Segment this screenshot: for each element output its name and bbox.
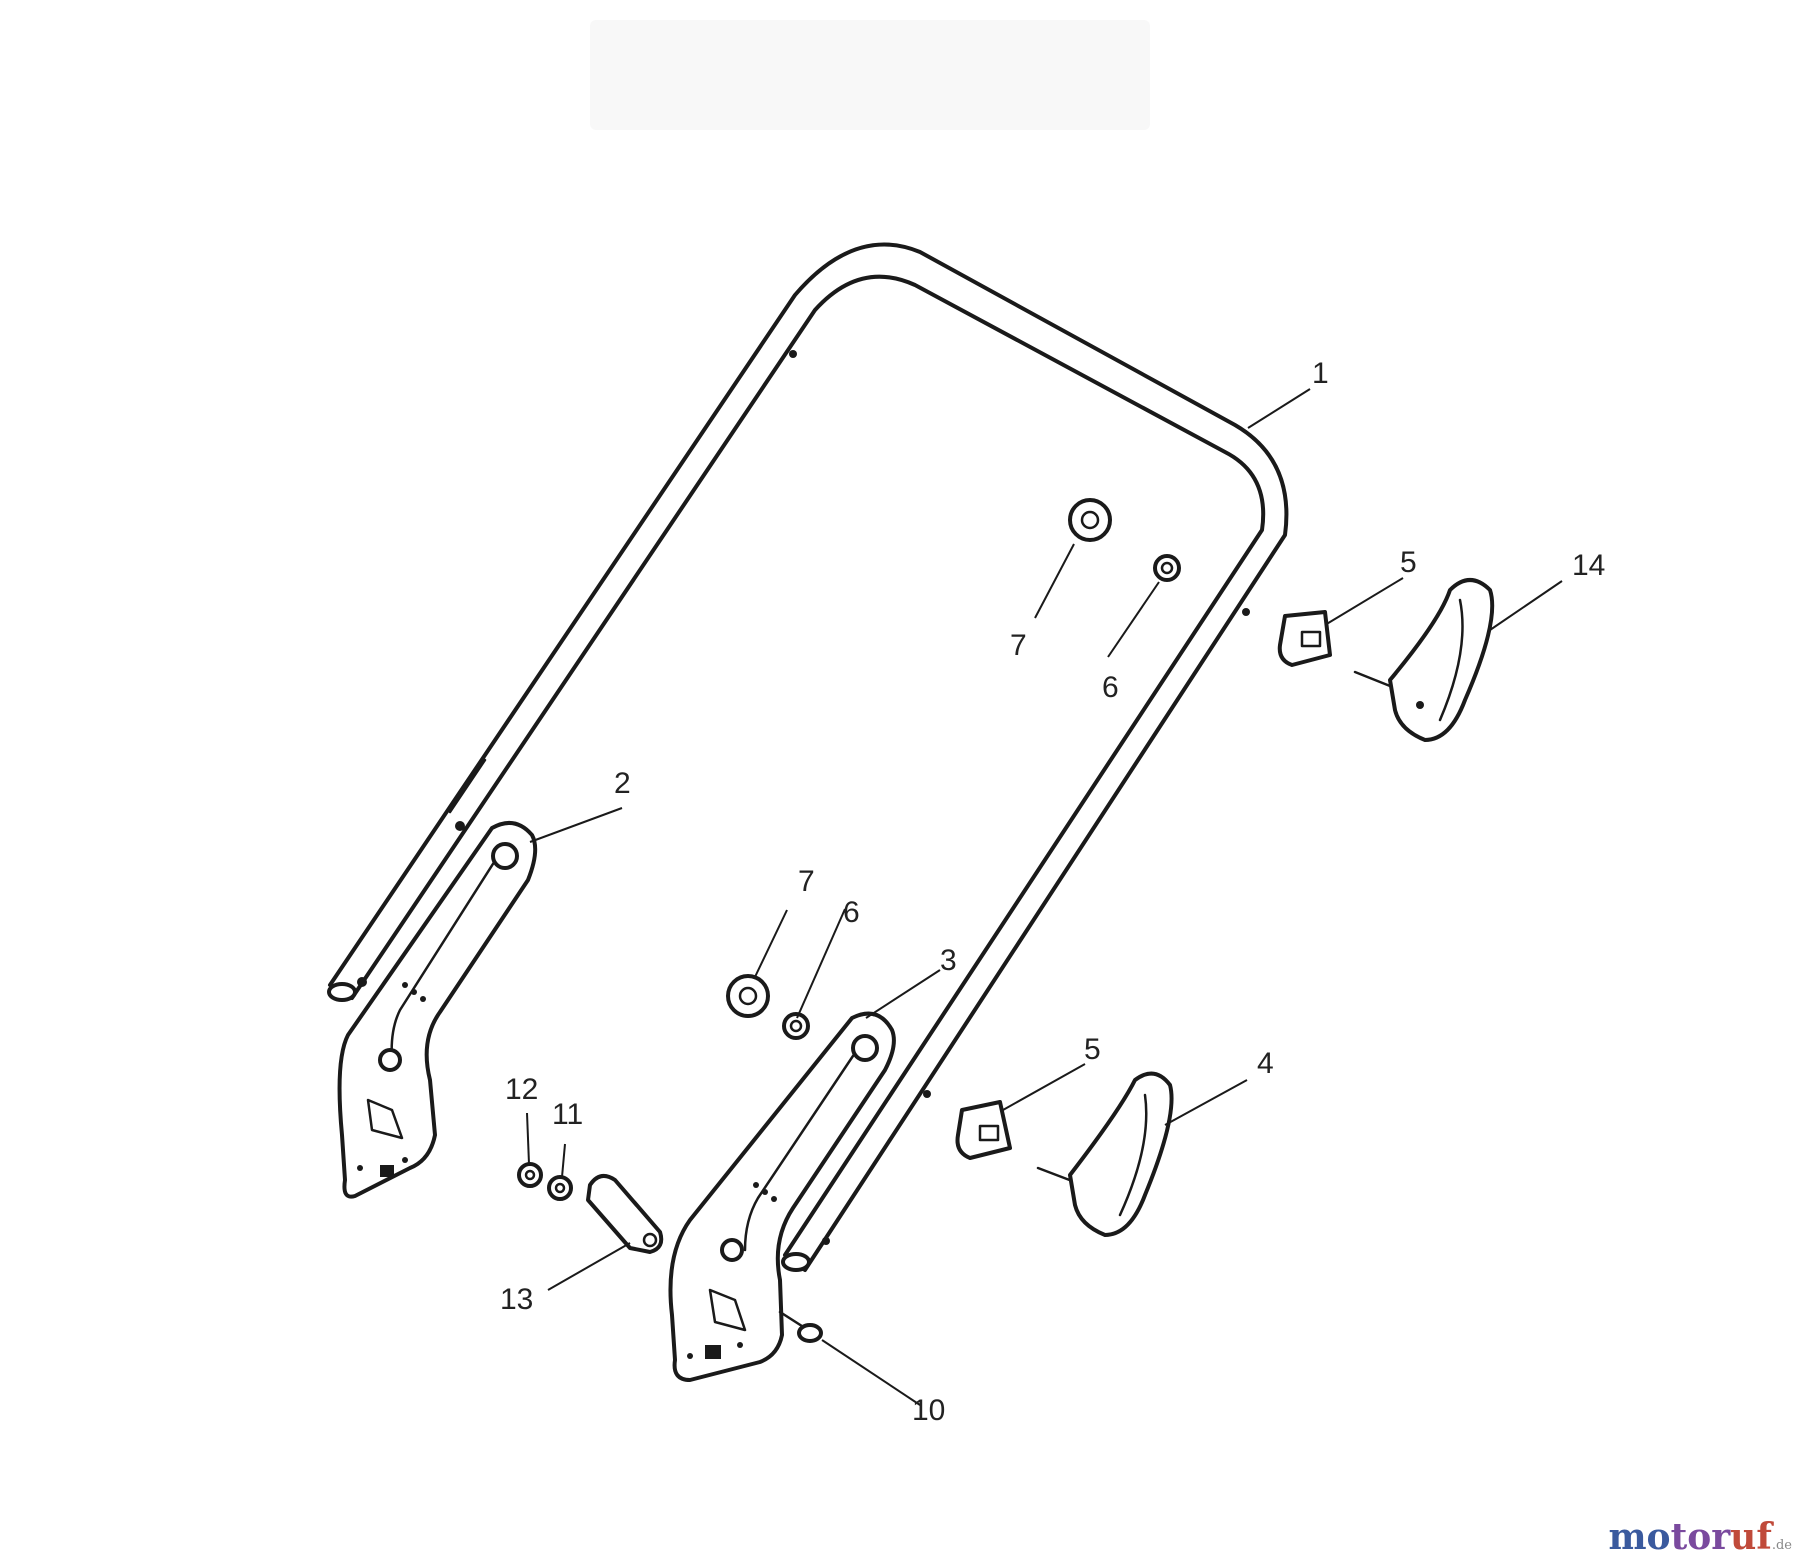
screw [778,1310,823,1343]
upper-nut [1153,554,1181,582]
callout-13: 13 [500,1283,533,1316]
callout-5-lower: 5 [1084,1033,1101,1066]
watermark-logo: motoruf.de [1608,1516,1792,1558]
callout-2: 2 [614,767,631,800]
callout-10: 10 [912,1394,945,1427]
callout-6-lower: 6 [843,896,860,929]
cable-clip [586,1174,664,1254]
callout-11: 11 [552,1098,583,1131]
upper-clamp [1277,610,1332,667]
callout-7-upper: 7 [1010,629,1027,662]
upper-knob [1353,578,1495,742]
callout-7-lower: 7 [798,865,815,898]
callout-12: 12 [505,1073,538,1106]
small-nut [517,1162,543,1188]
obscured-header [590,20,1150,130]
callout-3: 3 [940,944,957,977]
washer [547,1175,573,1201]
callout-5-upper: 5 [1400,546,1417,579]
lower-clamp [955,1100,1012,1160]
left-bracket [337,820,538,1199]
callout-14: 14 [1572,549,1605,582]
leader-lines [526,388,1563,1406]
lower-knob [1036,1071,1174,1237]
upper-flange-nut [1068,498,1112,542]
callout-1: 1 [1312,357,1329,390]
callout-4: 4 [1257,1047,1274,1080]
callout-numbers: 1 2 3 4 5 5 6 6 7 7 10 11 12 13 14 [500,357,1605,1427]
lower-flange-nut [726,974,770,1018]
handle-bar [327,242,1289,1272]
lower-nut [782,1012,810,1040]
right-bracket [668,1011,896,1382]
callout-6-upper: 6 [1102,671,1119,704]
